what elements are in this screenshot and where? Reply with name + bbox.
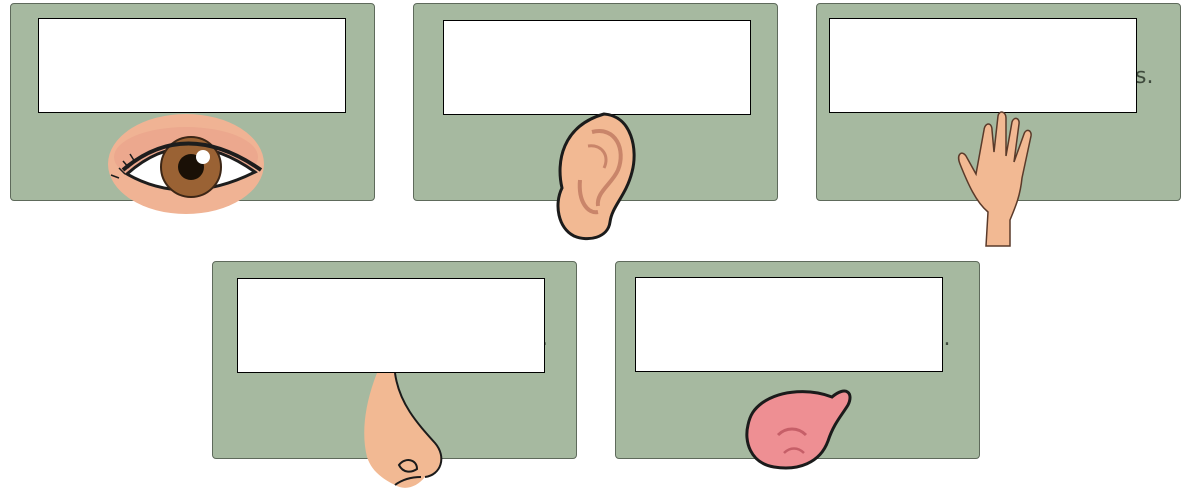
hidden-sentence-end-hand: s. (1135, 64, 1154, 89)
nose-icon (364, 372, 443, 488)
answer-box-eye[interactable] (38, 18, 346, 113)
answer-box-ear[interactable] (443, 20, 751, 115)
tongue-icon (745, 389, 852, 470)
answer-box-nose[interactable] (237, 278, 545, 373)
hand-icon (957, 111, 1032, 247)
eye-icon (108, 114, 264, 214)
answer-box-tongue[interactable] (635, 277, 943, 372)
answer-box-hand[interactable] (829, 18, 1137, 113)
ear-icon (556, 112, 636, 241)
